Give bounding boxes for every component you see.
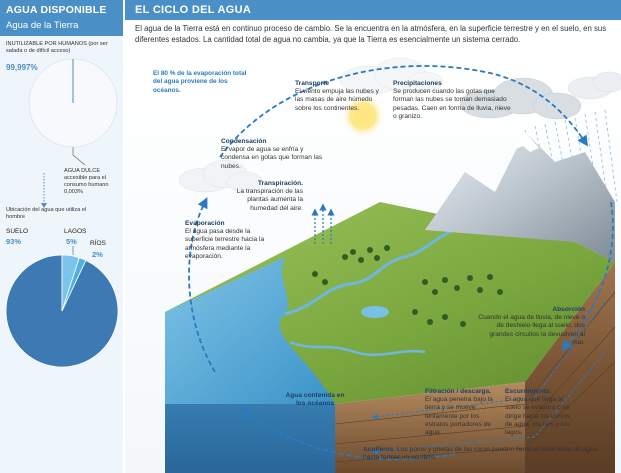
mountain-range bbox=[425, 132, 615, 262]
transpiracion-text: La transpiración de las plantas aumenta … bbox=[236, 188, 303, 212]
unusable-pct: 99,997% bbox=[6, 63, 38, 72]
cycle-arrow-right bbox=[561, 201, 614, 352]
soil-label: SUELO bbox=[6, 228, 29, 235]
snow-cap bbox=[513, 132, 539, 152]
unusable-label: INUTILIZABLE POR HUMANOS (por ser salada… bbox=[6, 41, 108, 54]
rain-cloud bbox=[459, 77, 582, 120]
left-header: AGUA DISPONIBLE Agua de la Tierra bbox=[0, 0, 123, 36]
absorcion-title: Absorción bbox=[552, 306, 585, 313]
soil-front bbox=[335, 382, 525, 473]
fresh-arrow-head bbox=[41, 203, 47, 208]
evaporation-note: El 80 % de la evaporación total del agua… bbox=[153, 70, 247, 94]
sea-top bbox=[165, 257, 335, 404]
cloud-right bbox=[567, 71, 621, 100]
left-panel: AGUA DISPONIBLE Agua de la Tierra INUTIL… bbox=[0, 0, 123, 473]
evaporacion-label: Evaporación El agua pasa desde la superf… bbox=[185, 220, 269, 261]
cycle-arrow-top bbox=[219, 65, 588, 158]
precipitaciones-text: Se producen cuando las gotas que forman … bbox=[393, 88, 511, 120]
transpiracion-title: Transpiración. bbox=[257, 180, 303, 187]
fresh-label: AGUA DULCE accesible para el consumo hum… bbox=[64, 168, 109, 195]
acuiferos-label: Acuíferos. Los poros y grietas de las ro… bbox=[363, 446, 613, 462]
condensacion-label: Condensación El vapor de agua se enfría … bbox=[221, 138, 333, 171]
cycle-arrow-bottom bbox=[240, 408, 456, 461]
main-header: EL CICLO DEL AGUA bbox=[125, 0, 621, 20]
forest bbox=[312, 245, 503, 327]
condensacion-title: Condensación bbox=[221, 138, 267, 145]
rivers-pct: 2% bbox=[92, 250, 103, 259]
filtracion-text: El agua penetra bajo la tierra y se muev… bbox=[425, 396, 493, 437]
precipitaciones-title: Precipitaciones bbox=[393, 80, 442, 87]
rivers-label: RÍOS bbox=[90, 240, 106, 247]
absorcion-text: Cuando el agua de lluvia, de nieve o de … bbox=[478, 314, 585, 346]
transporte-label: Transporte El viento empuja las nubes y … bbox=[295, 80, 379, 113]
usage-pie bbox=[5, 246, 119, 368]
soil-pct: 93% bbox=[6, 237, 22, 246]
absorcion-label: Absorción Cuando el agua de lluvia, de n… bbox=[475, 306, 585, 347]
transporte-text: El viento empuja las nubes y las masas d… bbox=[295, 88, 379, 112]
rivers-slice bbox=[61, 257, 87, 312]
river bbox=[284, 228, 456, 316]
condensacion-text: El vapor de agua se enfría y condensa en… bbox=[221, 146, 323, 170]
groundwater-flow bbox=[372, 301, 606, 455]
acuiferos-title: Acuíferos. bbox=[363, 446, 396, 453]
strata bbox=[334, 291, 616, 463]
right-panel: EL CICLO DEL AGUA El agua de la Tierra e… bbox=[125, 0, 621, 473]
cloud-left bbox=[178, 159, 264, 193]
cycle-arrow-left bbox=[188, 197, 216, 373]
river-branch bbox=[289, 340, 426, 357]
precipitaciones-label: Precipitaciones Se producen cuando las g… bbox=[393, 80, 513, 121]
acuiferos-text: Los poros y grietas de las rocas pueden … bbox=[363, 446, 598, 462]
transpiration-arrows bbox=[311, 203, 335, 244]
soil-side bbox=[525, 262, 615, 473]
ocean-label: Agua contenida en los océanos bbox=[285, 392, 345, 408]
fresh-pointer bbox=[72, 147, 86, 166]
evaporacion-text: El agua pasa desde la superficie terrest… bbox=[185, 228, 265, 260]
escurrimiento-title: Escurrimiento. bbox=[505, 388, 552, 395]
transporte-title: Transporte bbox=[295, 80, 330, 87]
left-header-subtitle: Agua de la Tierra bbox=[6, 20, 79, 31]
sun-core bbox=[354, 107, 372, 125]
lakes-pct: 5% bbox=[66, 237, 77, 246]
left-header-title: AGUA DISPONIBLE bbox=[6, 4, 107, 16]
filtracion-title: Filtración / descarga. bbox=[425, 388, 491, 395]
main-intro: El agua de la Tierra está en continuo pr… bbox=[135, 24, 607, 44]
water-cycle-illustration bbox=[125, 52, 621, 473]
lakes-label: LAGOS bbox=[64, 228, 87, 235]
main-title: EL CICLO DEL AGUA bbox=[135, 4, 252, 16]
lake bbox=[361, 306, 389, 318]
escurrimiento-label: Escurrimiento. El agua que llega al suel… bbox=[505, 388, 575, 437]
earth-water-pie bbox=[28, 58, 118, 208]
filtracion-label: Filtración / descarga. El agua penetra b… bbox=[425, 388, 495, 437]
sea-front bbox=[165, 312, 335, 473]
transpiracion-label: Transpiración. La transpiración de las p… bbox=[221, 180, 303, 213]
usage-title: Ubicación del agua que utiliza el hombre bbox=[6, 207, 87, 220]
escurrimiento-text: El agua que llega al suelo se evapora o … bbox=[505, 396, 571, 437]
evaporacion-title: Evaporación bbox=[185, 220, 225, 227]
